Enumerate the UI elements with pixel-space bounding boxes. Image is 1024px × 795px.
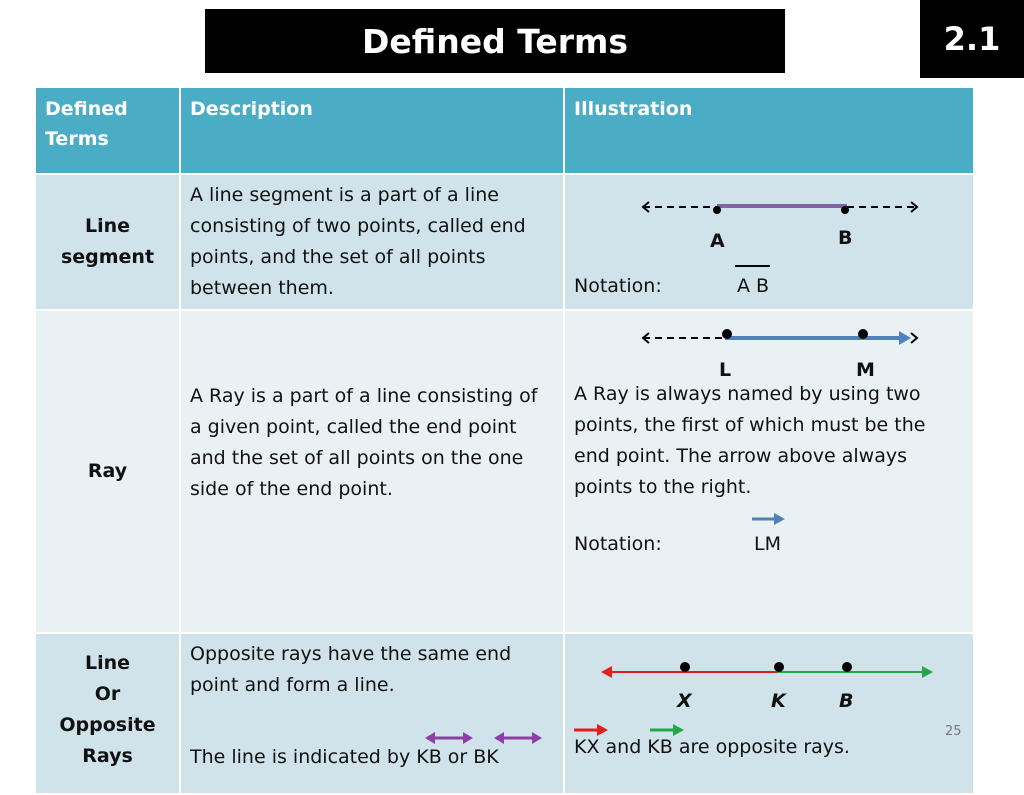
description-opposite-rays: Opposite rays have the same end point an…	[179, 632, 565, 795]
point-b-label: B	[839, 690, 854, 712]
description-line-segment: A line segment is a part of a line consi…	[179, 173, 565, 311]
kx-arrow-icon	[597, 724, 608, 736]
table-row-line-segment: Line segment A line segment is a part of…	[34, 173, 975, 311]
header-illustration: Illustration	[563, 86, 975, 175]
description-opposite-rays-1: Opposite rays have the same end point an…	[190, 643, 512, 696]
ray-kx-arrow-icon	[601, 666, 612, 678]
kb-double-arrow-icon	[425, 732, 473, 744]
illustration-line-segment: A B Notation: A B	[563, 173, 975, 311]
term-ray: Ray	[34, 309, 181, 634]
section-number: 2.1	[920, 0, 1024, 78]
line-segment-diagram	[641, 201, 919, 267]
header-description: Description	[179, 86, 565, 175]
ray-arrowhead-icon	[899, 331, 911, 345]
left-arrowhead-icon	[641, 201, 650, 213]
point-l-label: L	[719, 359, 732, 381]
left-arrowhead-icon	[641, 332, 650, 344]
header-defined-terms: Defined Terms	[34, 86, 181, 175]
notation-label: Notation:	[574, 533, 662, 555]
slide-title: Defined Terms	[205, 9, 785, 73]
ray-kb-arrow-icon	[922, 666, 933, 678]
kb-arrow-icon	[673, 724, 684, 736]
opposite-rays-diagram	[574, 662, 933, 736]
page-number: 25	[945, 724, 962, 739]
point-b-label: B	[838, 227, 853, 249]
defined-terms-table: Defined Terms Description Illustration L…	[34, 86, 975, 795]
table-row-opposite-rays: Line Or Opposite Rays Opposite rays have…	[34, 632, 975, 795]
opposite-rays-note: KX and KB are opposite rays.	[574, 736, 850, 758]
point-l-dot	[722, 329, 732, 339]
term-line-3: Opposite	[59, 714, 156, 736]
bk-double-arrow-icon	[494, 732, 542, 744]
notation-value: LM	[754, 533, 781, 555]
point-a-label: A	[710, 230, 725, 252]
notation-value: A B	[737, 275, 770, 297]
point-a-dot	[713, 206, 721, 214]
right-arrowhead-icon	[910, 332, 919, 344]
term-line-4: Rays	[82, 745, 133, 767]
right-arrowhead-icon	[910, 201, 919, 213]
notation-arrow-icon	[774, 513, 785, 525]
point-x-dot	[680, 662, 690, 672]
notation-label: Notation:	[574, 275, 662, 297]
table-row-ray: Ray A Ray is a part of a line consisting…	[34, 309, 975, 634]
illustration-opposite-rays: X K B KX and KB are opposite rays.	[563, 632, 975, 795]
point-b-dot	[841, 206, 849, 214]
ray-explanation: A Ray is always named by using two point…	[574, 383, 926, 498]
point-m-label: M	[856, 359, 875, 381]
table-header-row: Defined Terms Description Illustration	[34, 86, 975, 175]
description-ray: A Ray is a part of a line consisting of …	[179, 309, 565, 634]
description-opposite-rays-2: The line is indicated by KB or BK	[190, 746, 499, 768]
point-b-dot	[842, 662, 852, 672]
point-k-dot	[774, 662, 784, 672]
point-m-dot	[858, 329, 868, 339]
term-opposite-rays: Line Or Opposite Rays	[34, 632, 181, 795]
notation-arrow-diagram	[752, 513, 785, 525]
point-k-label: K	[771, 690, 786, 712]
point-x-label: X	[677, 690, 692, 712]
term-line-1: Line	[84, 652, 131, 674]
term-line-2: Or	[94, 683, 121, 705]
ray-diagram	[641, 329, 919, 345]
term-line-segment: Line segment	[34, 173, 181, 311]
illustration-ray: L M A Ray is always named by using two p…	[563, 309, 975, 634]
double-arrows-diagram	[425, 732, 542, 744]
